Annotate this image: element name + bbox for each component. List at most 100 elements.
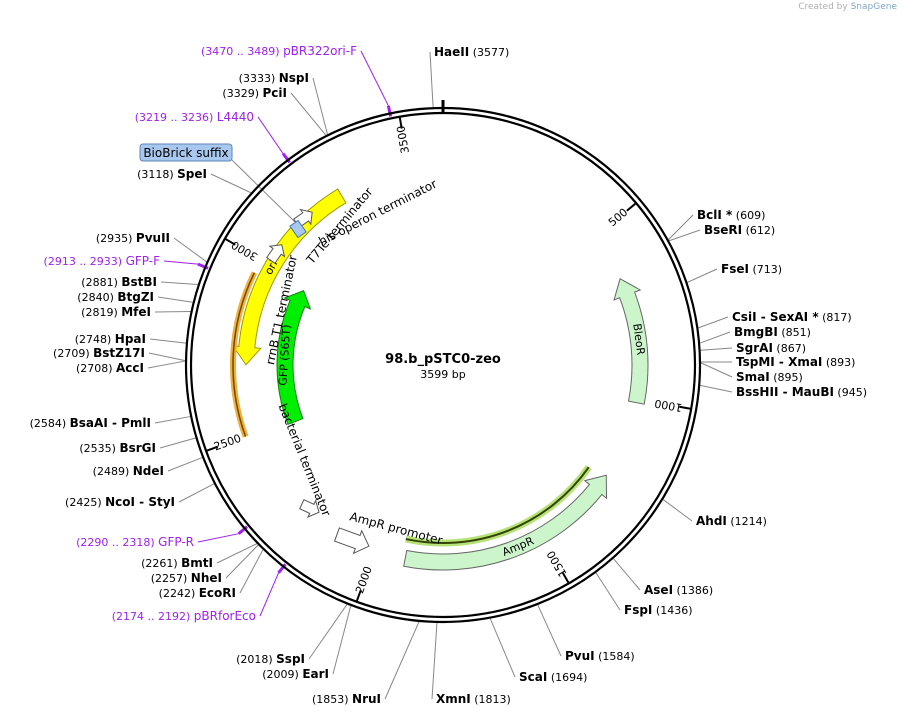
- site-leader-bmgbi: [699, 331, 731, 344]
- primer-leader-pbr322orif: [360, 50, 389, 106]
- rrnb-t1-terminator-arrow: [266, 244, 286, 264]
- site-label-ahdi: AhdI (1214): [696, 514, 767, 528]
- primer-leader-gfpf: [163, 260, 199, 265]
- ampr-promoter-arrow: [333, 527, 370, 555]
- site-leader-bsshii: [700, 384, 733, 393]
- site-label-sgrai: SgrAI (867): [736, 341, 806, 355]
- site-label-fsei: FseI (713): [721, 262, 782, 276]
- feature-ori: [231, 188, 347, 366]
- feature-label-bleor: BleoR: [630, 323, 647, 357]
- site-label-ecori: (2242) EcoRI: [159, 586, 236, 600]
- feature-gfp-s65t-: [276, 289, 312, 425]
- site-leader-nrui: [384, 621, 420, 700]
- primer-label-gfpf: (2913 .. 2933) GFP-F: [44, 254, 161, 268]
- site-label-mfei: (2819) MfeI: [81, 305, 151, 319]
- feature-label-gfp-s65t-: GFP (S65T): [276, 324, 293, 386]
- site-leader-smai: [700, 362, 733, 378]
- site-leader-bmti: [216, 543, 258, 564]
- primer-leader-l4440: [257, 116, 284, 154]
- site-label-csii: CsiI - SexAI * (817): [732, 310, 852, 324]
- site-leader-pvuii: [173, 237, 207, 263]
- ruler-label-1500: 1500: [544, 548, 569, 579]
- biobrick-suffix-label: BioBrick suffix: [139, 143, 233, 162]
- site-leader-eari: [332, 605, 352, 675]
- site-leader-btgzi: [157, 296, 193, 303]
- credit-prefix: Created by: [798, 2, 848, 12]
- site-label-nhei: (2257) NheI: [151, 571, 222, 585]
- site-leader-haeii: [429, 51, 434, 108]
- ruler-tick-500: [626, 202, 637, 212]
- site-leader-asei: [613, 558, 641, 591]
- ruler-label-500: 500: [606, 206, 630, 229]
- site-leader-mfei: [154, 310, 191, 313]
- primer-mark-pbrforeco: [277, 563, 287, 574]
- ruler-tick-2000: [355, 590, 362, 603]
- primer-label-l4440: (3219 .. 3236) L4440: [135, 110, 254, 124]
- site-label-scai: ScaI (1694): [519, 670, 587, 684]
- ruler-tick-2500: [205, 445, 218, 452]
- credit-brand: SnapGene: [850, 2, 897, 12]
- ruler-label-3000: 3000: [229, 238, 260, 263]
- primer-label-pbrforeco: (2174 .. 2192) pBRforEco: [112, 609, 256, 623]
- backbone: [184, 100, 702, 624]
- site-label-haeii: HaeII (3577): [434, 45, 509, 59]
- ruler-label-2500: 2500: [212, 432, 243, 454]
- snapgene-credit: Created by SnapGene: [798, 2, 897, 12]
- site-label-bsaai: (2584) BsaAI - PmlI: [30, 416, 151, 430]
- site-label-nrui: (1853) NruI: [312, 692, 381, 706]
- ruler-label-3500: 3500: [394, 125, 412, 155]
- site-label-pvuii: (2935) PvuII: [96, 231, 170, 245]
- ruler-tick-1500: [561, 572, 570, 584]
- site-label-spei: (3118) SpeI: [137, 167, 207, 181]
- primer-leader-pbrforeco: [259, 572, 279, 617]
- site-label-btgzi: (2840) BtgZI: [77, 290, 154, 304]
- site-leader-ahdi: [662, 499, 693, 522]
- primer-mark-gfpf: [197, 262, 209, 270]
- primer-label-pbr322orif: (3470 .. 3489) pBR322ori-F: [201, 44, 357, 58]
- site-label-hpai: (2748) HpaI: [75, 332, 146, 346]
- site-leader-fsei: [687, 268, 718, 283]
- site-label-bstbi: (2881) BstBI: [81, 275, 157, 289]
- site-leader-bsrgi: [159, 437, 196, 449]
- site-leader-bseri: [668, 229, 701, 242]
- site-label-ncoi: (2425) NcoI - StyI: [65, 495, 175, 509]
- biobrick-suffix-text: BioBrick suffix: [143, 146, 228, 160]
- site-label-bseri: BseRI (612): [704, 223, 775, 237]
- site-labels: HaeII (3577)BclI * (609)BseRI (612)FseI …: [30, 44, 867, 706]
- site-label-acci: (2708) AccI: [76, 361, 144, 375]
- site-leader-csii: [698, 316, 729, 329]
- feature-bleor: [613, 277, 649, 405]
- site-leader-fspi: [595, 572, 621, 611]
- site-label-smai: SmaI (895): [736, 370, 803, 384]
- ruler-tick-3000: [224, 237, 236, 246]
- plasmid-name: 98.b_pSTC0-zeo: [385, 352, 501, 367]
- site-leader-lines: [147, 50, 733, 700]
- site-leader-acci: [147, 360, 186, 369]
- biobrick-suffix-leader: [231, 159, 296, 223]
- ruler-tick-1000: [679, 405, 692, 410]
- primer-mark-gfpr: [237, 525, 249, 535]
- site-leader-bcli: [668, 214, 694, 240]
- site-label-tspmi: TspMI - XmaI (893): [736, 355, 855, 369]
- site-label-pcii: (3329) PciI: [222, 86, 287, 100]
- site-leader-sgrai: [700, 347, 733, 351]
- site-leader-xmni: [431, 622, 438, 700]
- primer-leader-gfpr: [197, 533, 239, 543]
- site-label-ndei: (2489) NdeI: [93, 464, 164, 478]
- site-leader-ncoi: [178, 483, 215, 503]
- site-label-pvui: PvuI (1584): [565, 649, 635, 663]
- ruler-label-1000: 1000: [653, 397, 683, 415]
- site-label-bsrgi: (2535) BsrGI: [79, 441, 156, 455]
- biobrick-suffix-box: [139, 143, 233, 162]
- site-label-bsshii: BssHII - MauBI (945): [736, 385, 867, 399]
- site-leader-bstz17i: [148, 352, 186, 362]
- primer-label-gfpr: (2290 .. 2318) GFP-R: [76, 535, 194, 549]
- plasmid-size: 3599 bp: [420, 368, 465, 381]
- site-leader-bstbi: [160, 281, 198, 286]
- site-leader-pcii: [290, 92, 327, 136]
- bacterial-terminator-arrow: [299, 499, 320, 518]
- map-center: 98.b_pSTC0-zeo 3599 bp: [385, 352, 501, 381]
- site-label-bstz17i: (2709) BstZ17I: [53, 346, 145, 360]
- ruler-label-2000: 2000: [353, 565, 375, 596]
